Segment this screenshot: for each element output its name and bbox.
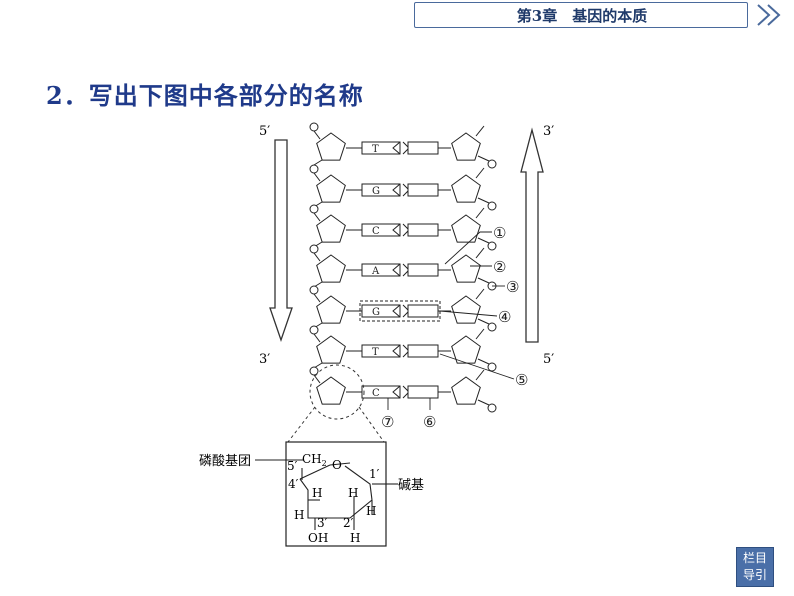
left-phosphate xyxy=(309,285,319,295)
nav-guide-button[interactable]: 栏目 导引 xyxy=(736,547,774,587)
right-base-block xyxy=(407,223,439,237)
right-phosphate xyxy=(487,322,497,332)
right-bottom-5prime-label: 5′ xyxy=(543,352,554,367)
callout-number: ① xyxy=(493,224,506,242)
left-base-letter: G xyxy=(372,186,380,197)
left-base-letter: T xyxy=(372,144,379,155)
base-label: 碱基 xyxy=(398,478,424,493)
right-strand-arrow xyxy=(520,127,544,343)
callout-number: ⑥ xyxy=(423,413,436,431)
left-base-block xyxy=(361,141,401,155)
right-deoxyribose xyxy=(451,214,481,243)
nav-guide-line1: 栏目 xyxy=(742,551,767,565)
right-top-3prime-label: 3′ xyxy=(543,124,554,139)
left-strand-arrow xyxy=(269,139,293,342)
c5-label: 5′ xyxy=(287,459,298,473)
right-phosphate xyxy=(487,159,497,169)
c1-label: 1′ xyxy=(369,467,380,481)
callout-number: ⑤ xyxy=(515,371,528,389)
left-deoxyribose xyxy=(316,295,346,324)
right-base-block xyxy=(407,344,439,358)
chapter-title: 第3章 基因的本质 xyxy=(516,7,648,25)
right-deoxyribose xyxy=(451,376,481,405)
callout-number: ③ xyxy=(506,278,519,296)
callout-number: ⑦ xyxy=(381,413,394,431)
right-deoxyribose xyxy=(451,132,481,161)
deoxyribose-detail-box xyxy=(285,441,387,547)
zoom-circle xyxy=(309,364,365,420)
left-deoxyribose xyxy=(316,132,346,161)
right-deoxyribose xyxy=(451,174,481,203)
left-phosphate xyxy=(309,204,319,214)
left-base-block xyxy=(361,385,401,399)
callout-number: ④ xyxy=(498,308,511,326)
left-deoxyribose xyxy=(316,376,346,405)
h-label-c1: H xyxy=(366,504,376,518)
h-label-c2: H xyxy=(348,486,358,500)
right-deoxyribose xyxy=(451,254,481,283)
left-base-letter: A xyxy=(371,266,380,277)
right-phosphate xyxy=(487,201,497,211)
chapter-banner: 第3章 基因的本质 xyxy=(414,2,781,30)
left-phosphate xyxy=(309,164,319,174)
ring-oxygen-label: O xyxy=(332,458,342,472)
left-base-block xyxy=(361,183,401,197)
h-bottom-label: H xyxy=(350,531,360,545)
left-base-letter: T xyxy=(372,347,379,358)
right-deoxyribose xyxy=(451,295,481,324)
left-base-letter: G xyxy=(372,307,380,318)
right-phosphate xyxy=(487,362,497,372)
left-phosphate xyxy=(309,325,319,335)
right-base-block xyxy=(407,385,439,399)
deoxyribose-ring xyxy=(255,459,398,530)
right-phosphate xyxy=(487,403,497,413)
oh-label: OH xyxy=(308,531,328,545)
phosphate-group-label: 磷酸基团 xyxy=(199,454,251,469)
left-deoxyribose xyxy=(316,174,346,203)
right-base-block xyxy=(407,183,439,197)
callout-number: ② xyxy=(493,258,506,276)
h-label-c4: H xyxy=(312,486,322,500)
left-bottom-3prime-label: 3′ xyxy=(259,352,270,367)
c2-label: 2′ xyxy=(343,516,354,530)
left-base-block xyxy=(361,263,401,277)
nav-guide-line2: 导引 xyxy=(742,568,767,582)
left-base-block xyxy=(361,344,401,358)
right-base-block xyxy=(407,141,439,155)
left-deoxyribose xyxy=(316,214,346,243)
left-base-block xyxy=(361,223,401,237)
question-title: 2．写出下图中各部分的名称 xyxy=(46,81,364,110)
left-base-letter: C xyxy=(372,226,380,237)
left-base-block xyxy=(361,304,401,318)
left-phosphate xyxy=(309,122,319,132)
left-phosphate xyxy=(309,244,319,254)
right-base-block xyxy=(407,304,439,318)
right-phosphate xyxy=(487,241,497,251)
left-base-letter: C xyxy=(372,388,380,399)
ch2-label: CH2 xyxy=(302,452,327,468)
c3-label: 3′ xyxy=(317,516,328,530)
c4-label: 4′ xyxy=(288,477,299,491)
left-deoxyribose xyxy=(316,335,346,364)
right-base-block xyxy=(407,263,439,277)
double-chevron-icon xyxy=(757,4,781,26)
h-label-c3: H xyxy=(294,508,304,522)
left-top-5prime-label: 5′ xyxy=(259,124,270,139)
left-deoxyribose xyxy=(316,254,346,283)
chapter-title-box: 第3章 基因的本质 xyxy=(414,2,748,28)
zoom-line-right xyxy=(358,406,385,443)
zoom-line-left xyxy=(287,406,316,443)
